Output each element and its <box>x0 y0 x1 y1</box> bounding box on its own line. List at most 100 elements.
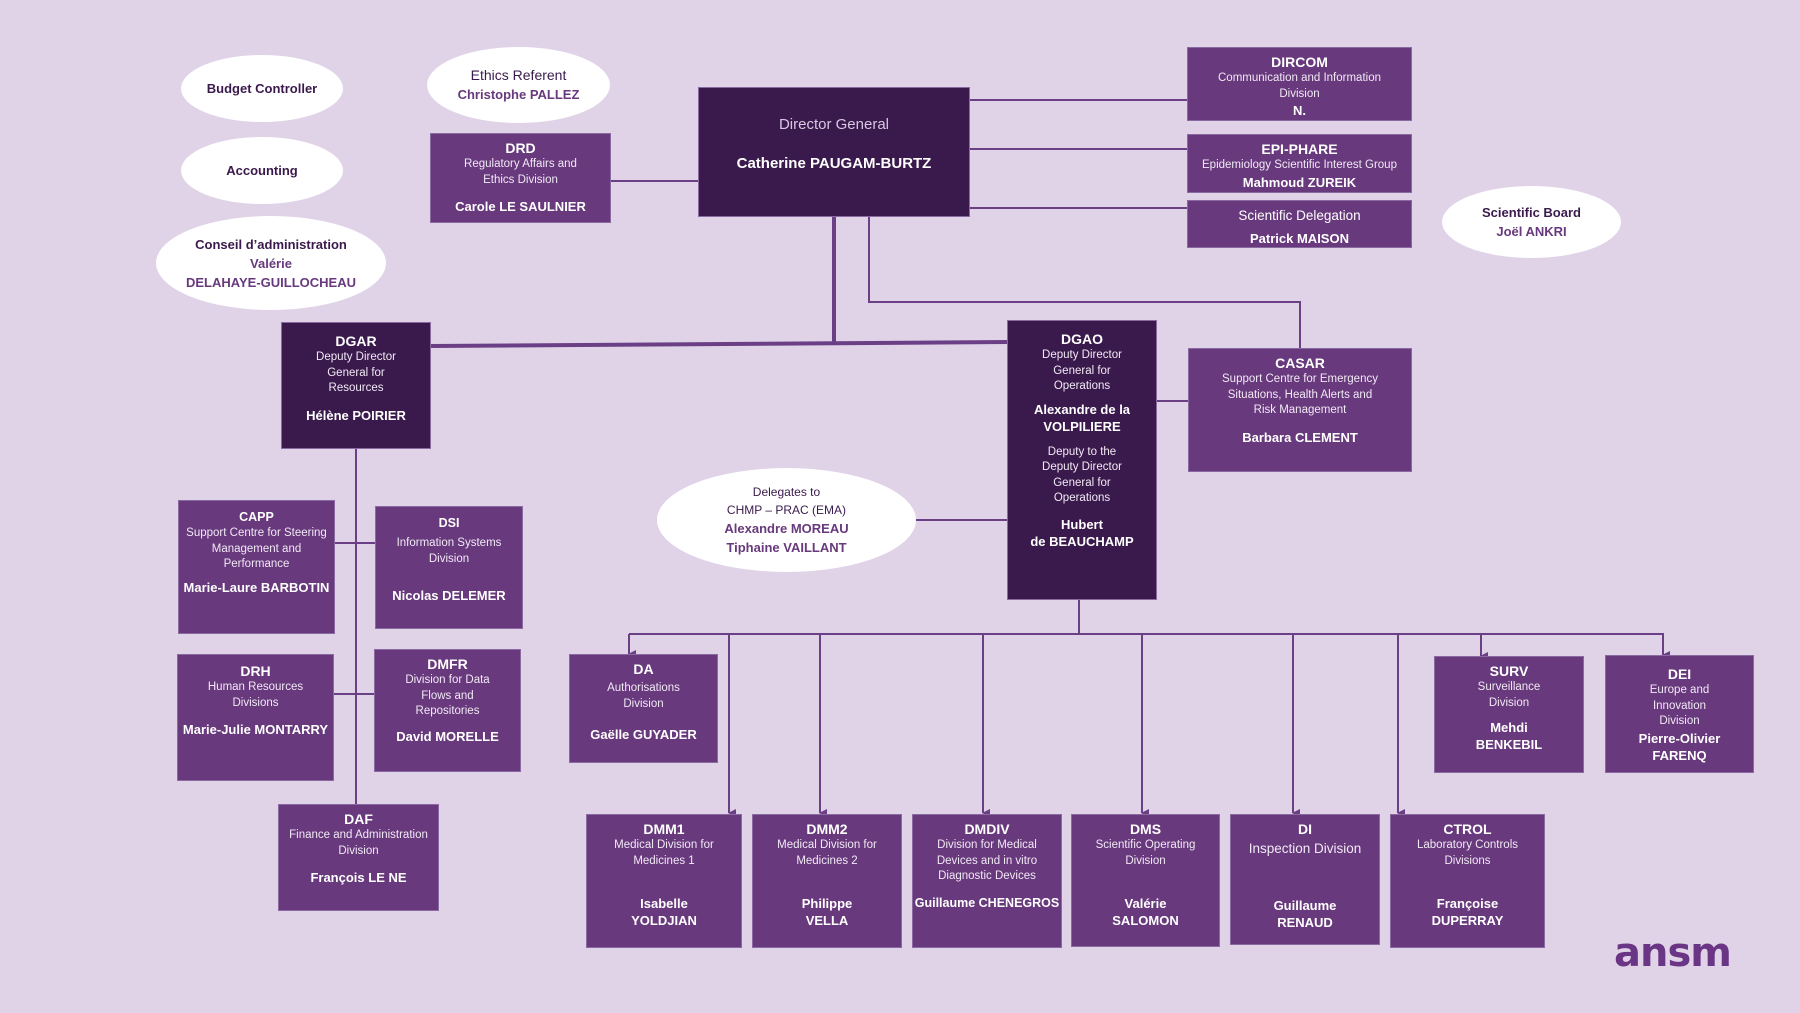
dgar-desc3: Resources <box>328 382 384 394</box>
daf-box[interactable]: DAF Finance and Administration Division … <box>278 804 439 911</box>
drh-box[interactable]: DRH Human Resources Divisions Marie-Juli… <box>177 654 334 781</box>
dmfr-desc2: Flows and <box>421 689 474 702</box>
delegates-oval: Delegates to CHMP – PRAC (EMA) Alexandre… <box>657 468 916 572</box>
dmm1-box[interactable]: DMM1 Medical Division for Medicines 1 Is… <box>586 814 742 948</box>
dgao-deputy-name-last: de BEAUCHAMP <box>1030 533 1134 549</box>
di-name-first: Guillaume <box>1273 897 1337 913</box>
dms-box[interactable]: DMS Scientific Operating Division Valéri… <box>1071 814 1220 947</box>
dei-desc1: Europe and <box>1649 684 1710 696</box>
conseil-title: Conseil d’administration <box>195 236 347 252</box>
scientific-delegation-title: Scientific Delegation <box>1238 208 1361 223</box>
delegates-person2: Tiphaine VAILLANT <box>726 540 847 555</box>
dmdiv-box[interactable]: DMDIV Division for Medical Devices and i… <box>912 814 1062 948</box>
dgao-deputy4: Operations <box>1053 492 1111 504</box>
dei-name-last: FARENQ <box>1652 747 1707 763</box>
delegates-line2: CHMP – PRAC (EMA) <box>726 503 847 517</box>
ethics-referent-person: Christophe PALLEZ <box>457 87 580 102</box>
surv-abbr: SURV <box>1489 663 1529 679</box>
drd-desc2: Ethics Division <box>483 173 558 186</box>
di-name-last: RENAUD <box>1277 914 1333 930</box>
dsi-abbr: DSI <box>438 516 460 530</box>
dms-desc2: Division <box>1125 854 1166 867</box>
daf-desc2: Division <box>338 844 379 857</box>
dsi-box[interactable]: DSI Information Systems Division Nicolas… <box>375 506 523 629</box>
daf-name: François LE NE <box>310 870 407 885</box>
casar-name: Barbara CLEMENT <box>1242 429 1358 445</box>
capp-abbr: CAPP <box>239 510 274 524</box>
epiphare-desc1: Epidemiology Scientific Interest Group <box>1202 159 1397 171</box>
dircom-abbr: DIRCOM <box>1271 54 1328 70</box>
capp-desc1: Support Centre for Steering <box>186 527 327 539</box>
da-abbr: DA <box>633 661 654 677</box>
daf-desc1: Finance and Administration <box>289 829 428 841</box>
dmdiv-abbr: DMDIV <box>964 821 1010 837</box>
line-dgar-dgao <box>429 340 1009 348</box>
scientific-delegation-box[interactable]: Scientific Delegation Patrick MAISON <box>1187 200 1412 248</box>
dgao-name-first: Alexandre de la <box>1033 401 1131 417</box>
di-abbr: DI <box>1298 821 1312 837</box>
accounting-oval: Accounting <box>181 137 343 204</box>
dei-box[interactable]: DEI Europe and Innovation Division Pierr… <box>1605 655 1754 773</box>
dmm2-desc1: Medical Division for <box>777 839 877 851</box>
casar-desc1: Support Centre for Emergency <box>1222 373 1378 385</box>
dgar-box[interactable]: DGAR Deputy Director General for Resourc… <box>281 322 431 449</box>
epiphare-name: Mahmoud ZUREIK <box>1242 174 1357 190</box>
casar-abbr: CASAR <box>1275 355 1325 371</box>
epiphare-box[interactable]: EPI-PHARE Epidemiology Scientific Intere… <box>1187 134 1412 193</box>
dms-desc1: Scientific Operating <box>1095 839 1196 851</box>
dgar-abbr: DGAR <box>335 333 377 349</box>
dgao-deputy2: Deputy Director <box>1042 461 1122 473</box>
da-name: Gaëlle GUYADER <box>590 727 697 742</box>
drd-name: Carole LE SAULNIER <box>455 199 586 214</box>
capp-name: Marie-Laure BARBOTIN <box>183 579 330 595</box>
da-desc2: Division <box>623 697 664 710</box>
budget-controller-title: Budget Controller <box>206 81 318 96</box>
dei-desc3: Division <box>1659 715 1700 727</box>
dmdiv-desc3: Diagnostic Devices <box>938 870 1036 882</box>
dmfr-name: David MORELLE <box>396 728 499 744</box>
dircom-desc1: Communication and Information <box>1218 72 1381 84</box>
da-desc1: Authorisations <box>607 682 680 694</box>
drh-abbr: DRH <box>240 663 271 679</box>
director-general-box[interactable]: Director General Catherine PAUGAM-BURTZ <box>698 87 970 217</box>
da-box[interactable]: DA Authorisations Division Gaëlle GUYADE… <box>569 654 718 763</box>
casar-box[interactable]: CASAR Support Centre for Emergency Situa… <box>1188 348 1412 472</box>
scientific-board-title: Scientific Board <box>1482 205 1581 220</box>
ctrol-name-last: DUPERRAY <box>1431 913 1504 928</box>
dmm1-desc1: Medical Division for <box>614 839 714 851</box>
dircom-box[interactable]: DIRCOM Communication and Information Div… <box>1187 47 1412 121</box>
daf-abbr: DAF <box>344 811 373 827</box>
dmfr-desc1: Division for Data <box>405 674 490 686</box>
capp-desc2: Management and <box>211 542 302 555</box>
ctrol-box[interactable]: CTROL Laboratory Controls Divisions Fran… <box>1390 814 1545 948</box>
drd-box[interactable]: DRD Regulatory Affairs and Ethics Divisi… <box>430 133 611 223</box>
dmdiv-desc2: Devices and in vitro <box>936 854 1038 867</box>
drd-desc1: Regulatory Affairs and <box>464 158 577 170</box>
drh-desc1: Human Resources <box>207 681 304 693</box>
dmfr-box[interactable]: DMFR Division for Data Flows and Reposit… <box>374 649 521 772</box>
surv-name-last: BENKEBIL <box>1475 737 1543 752</box>
conseil-person-last: DELAHAYE-GUILLOCHEAU <box>186 274 356 290</box>
dgao-box[interactable]: DGAO Deputy Director General for Operati… <box>1007 320 1157 600</box>
scientific-board-oval: Scientific Board Joël ANKRI <box>1442 186 1621 258</box>
ctrol-name-first: Françoise <box>1436 896 1499 911</box>
dmdiv-name: Guillaume CHENEGROS <box>914 895 1060 910</box>
surv-desc1: Surveillance <box>1477 681 1541 693</box>
dmm1-name-first: Isabelle <box>640 896 688 911</box>
capp-box[interactable]: CAPP Support Centre for Steering Managem… <box>178 500 335 634</box>
surv-box[interactable]: SURV Surveillance Division Mehdi BENKEBI… <box>1434 656 1584 773</box>
capp-desc3: Performance <box>223 558 290 570</box>
surv-name-first: Mehdi <box>1490 720 1528 735</box>
casar-desc3: Risk Management <box>1253 404 1347 416</box>
di-box[interactable]: DI Inspection Division Guillaume RENAUD <box>1230 814 1380 945</box>
ethics-referent-title: Ethics Referent <box>470 67 567 83</box>
line-dg-casar <box>868 216 1301 348</box>
casar-desc2: Situations, Health Alerts and <box>1227 388 1373 401</box>
dgao-deputy3: General for <box>1053 476 1111 489</box>
dei-abbr: DEI <box>1667 666 1692 682</box>
ctrol-abbr: CTROL <box>1443 821 1492 837</box>
dms-name-last: SALOMON <box>1112 913 1179 928</box>
dms-abbr: DMS <box>1129 821 1162 837</box>
dmm2-box[interactable]: DMM2 Medical Division for Medicines 2 Ph… <box>752 814 902 948</box>
